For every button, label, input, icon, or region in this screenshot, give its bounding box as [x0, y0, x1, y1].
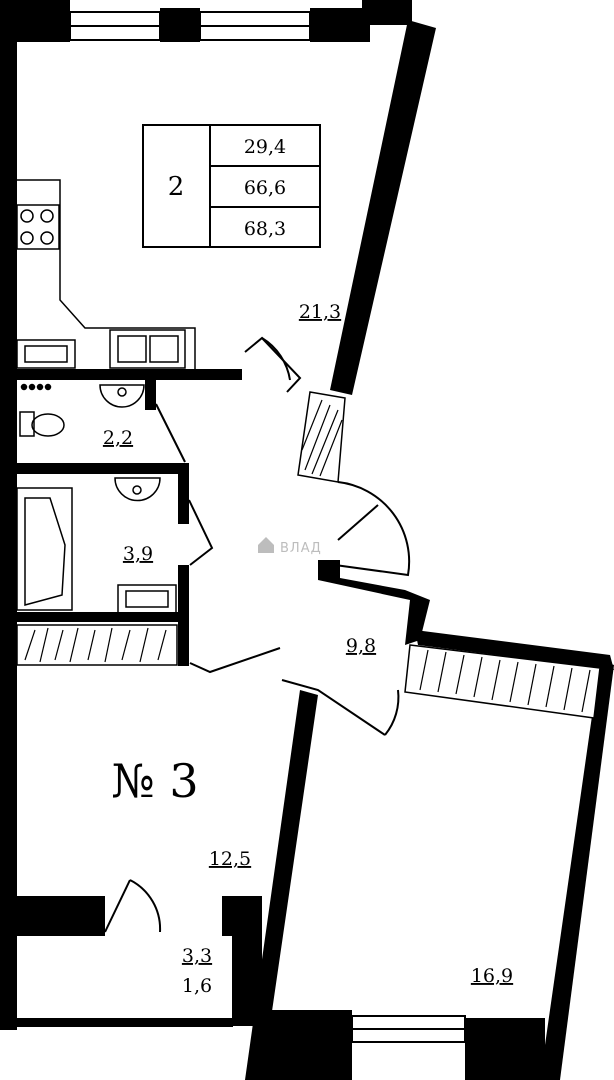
house-icon: [258, 537, 274, 553]
sink-icon: [109, 329, 186, 369]
watermark-text: ВЛАД: [280, 541, 322, 556]
washbasin-wc-icon: [99, 384, 145, 408]
apartment-number: № 3: [111, 754, 198, 808]
summary-rooms: 2: [168, 172, 185, 202]
hatch-panel-right: [404, 644, 601, 719]
window-balcony: [16, 1019, 233, 1027]
door-balcony: [104, 879, 131, 933]
door-hall-left: [189, 647, 281, 674]
doors: [104, 336, 411, 933]
dots-icon: [20, 383, 52, 391]
room-area-right: 16,9: [471, 965, 513, 987]
room-area-hall: 9,8: [346, 635, 376, 657]
windows: [16, 11, 466, 1043]
door-entry: [334, 481, 411, 577]
door-hall-right: [281, 679, 386, 736]
fridge-icon: [16, 339, 76, 369]
balcony-reduced-area: 1,6: [182, 975, 212, 997]
room-area-bathroom: 3,9: [123, 543, 153, 565]
bathtub-icon: [16, 487, 73, 611]
hatched-panels: [16, 391, 601, 719]
balcony-area: 3,3: [182, 945, 212, 967]
summary-table: 2 29,4 66,6 68,3: [142, 124, 321, 248]
summary-total-area: 66,6: [244, 177, 286, 199]
door-wc: [155, 403, 186, 463]
stove-icon: [16, 204, 60, 250]
kitchen-counter: [17, 179, 196, 369]
watermark: ВЛАД: [258, 537, 322, 556]
room-area-wc: 2,2: [103, 427, 133, 449]
summary-living-area: 29,4: [244, 136, 286, 158]
room-labels: 21,3 2,2 3,9 9,8 12,5 16,9 3,3 1,6 № 3: [103, 301, 513, 997]
summary-total-with-balcony: 68,3: [244, 218, 286, 240]
fixtures: [16, 179, 196, 614]
door-bath: [188, 499, 214, 566]
washer-icon: [117, 584, 177, 614]
washbasin-bath-icon: [114, 477, 161, 502]
room-area-kitchen-living: 21,3: [299, 301, 341, 323]
toilet-icon: [19, 411, 65, 437]
room-area-left: 12,5: [209, 848, 251, 870]
